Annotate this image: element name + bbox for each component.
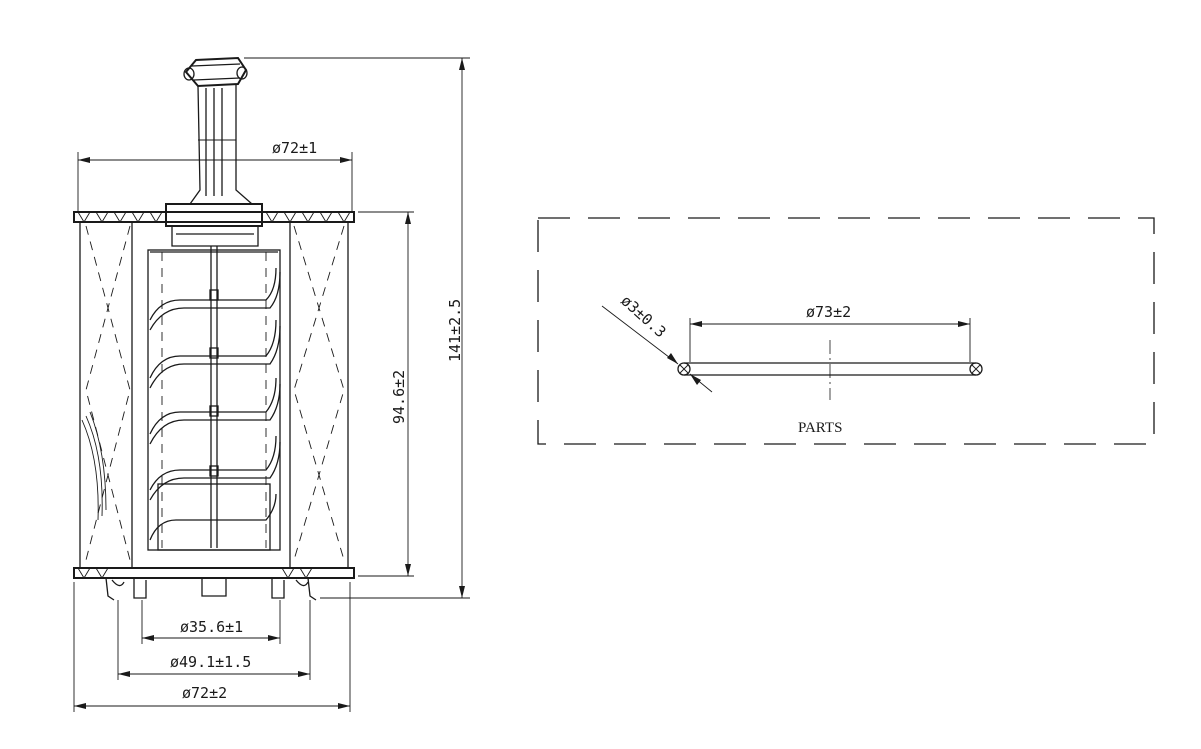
parts-caption: PARTS	[798, 420, 842, 436]
mid-diameter-label: ø49.1±1.5	[170, 653, 251, 671]
cross-section-label: ø3±0.3	[617, 292, 669, 342]
dimension-body-height: 94.6±2	[358, 211, 414, 577]
filter-element: ø72±1 141±2.5 94.6±2 ø35.6±1	[73, 56, 470, 712]
dimension-total-height: 141±2.5	[244, 57, 470, 599]
parts-panel: ø73±2 ø3±0.3 PARTS	[537, 217, 1155, 445]
filter-body	[79, 222, 349, 568]
top-diameter-label: ø72±1	[272, 139, 317, 157]
ring-diameter-label: ø73±2	[806, 303, 851, 321]
dimension-cross-section: ø3±0.3	[601, 292, 713, 393]
body-height-label: 94.6±2	[390, 370, 408, 424]
o-ring	[677, 340, 983, 400]
top-end-cap	[73, 203, 355, 247]
inner-diameter-label: ø35.6±1	[180, 618, 243, 636]
bottom-diameter-label: ø72±2	[182, 684, 227, 702]
inner-core	[147, 246, 281, 551]
dimension-inner-diameter: ø35.6±1	[141, 600, 281, 644]
top-stem	[183, 56, 253, 205]
bottom-end-cap	[73, 567, 355, 601]
total-height-label: 141±2.5	[446, 299, 464, 362]
dimension-bottom-diameter: ø72±2	[73, 582, 351, 712]
dimension-top-diameter: ø72±1	[77, 139, 353, 212]
dimension-mid-diameter: ø49.1±1.5	[117, 600, 311, 680]
parts-frame	[537, 217, 1155, 445]
dimension-ring-diameter: ø73±2	[689, 303, 971, 362]
